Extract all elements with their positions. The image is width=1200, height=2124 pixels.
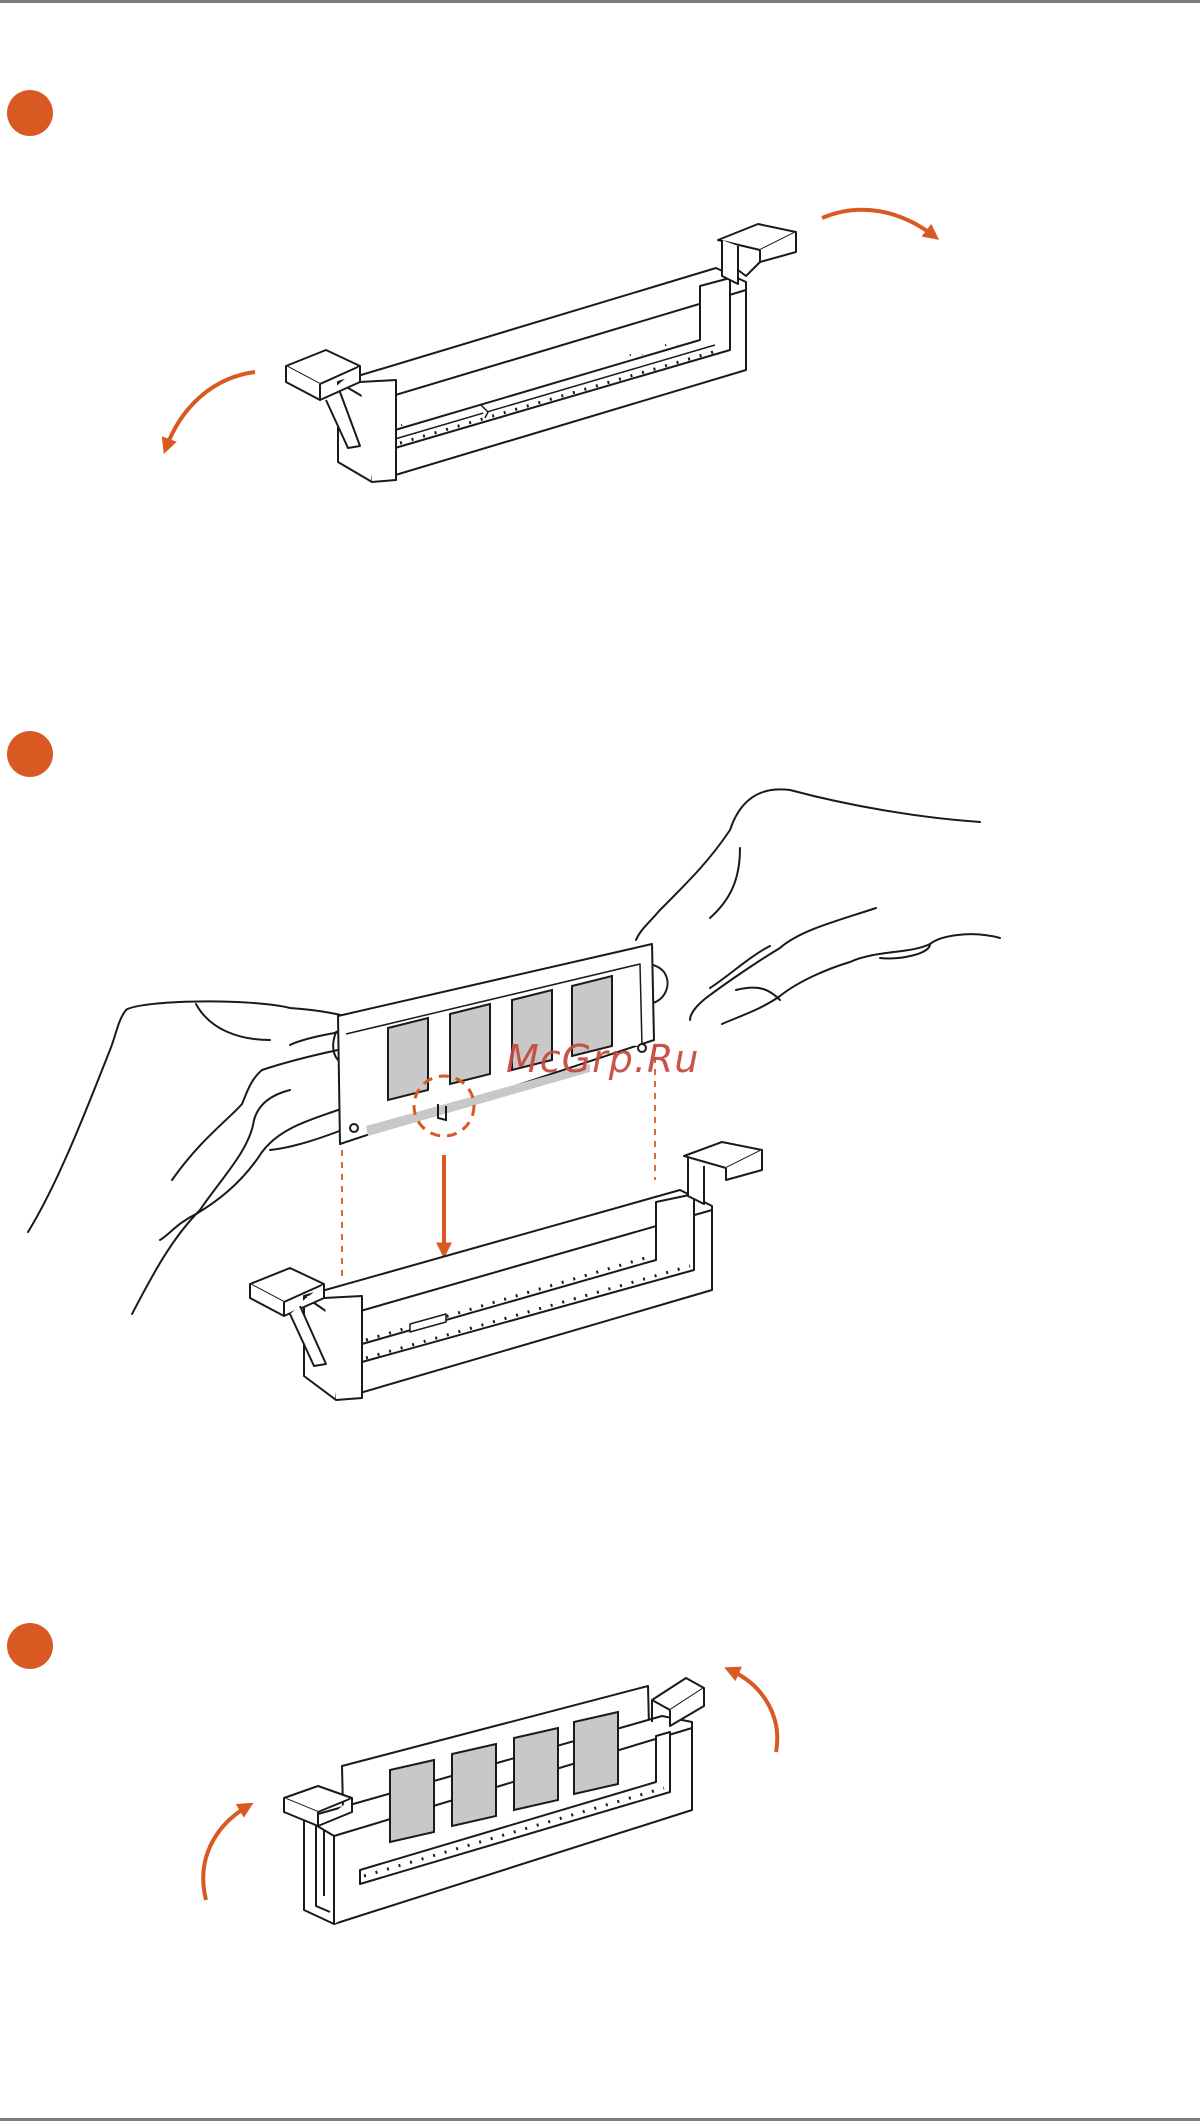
step-2-marker [7,731,53,777]
watermark-text: McGrp.Ru [506,1037,699,1081]
step-1-marker [7,90,53,136]
module-hole-left [350,1124,358,1132]
step-3-marker [7,1623,53,1669]
dimm-slot-open-2 [250,1142,762,1400]
clip-close-left-arrow [203,1806,248,1900]
dimm-slot-open [286,224,796,482]
clip-open-left-arrow [166,372,255,448]
clip-open-right-arrow [822,210,934,236]
clip-close-right-arrow [730,1670,777,1752]
